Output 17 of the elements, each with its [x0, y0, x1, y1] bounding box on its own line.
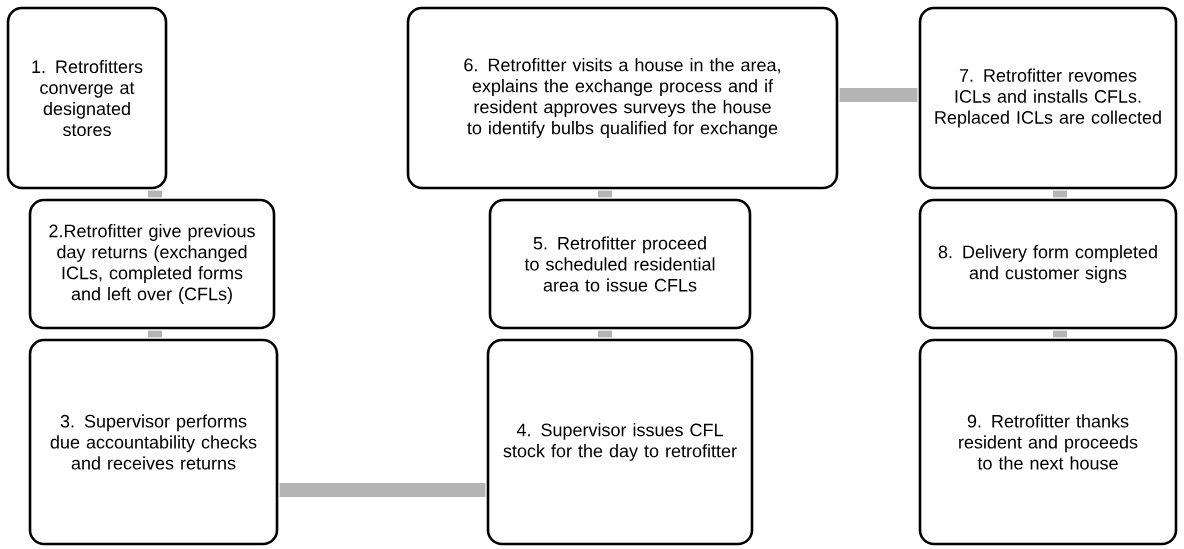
- process-box: 5. Retrofitter proceed to scheduled residential area to issue CFLs: [488, 198, 752, 330]
- process-box: 9. Retrofitter thanks resident and proceeds to the next house: [918, 338, 1178, 546]
- connector: [598, 190, 612, 198]
- connector: [839, 88, 918, 102]
- process-box: 7. Retrofitter revomes ICLs and installs CFLs. Replaced ICLs are collected: [918, 6, 1178, 190]
- connector: [598, 330, 612, 338]
- connector: [1053, 330, 1067, 338]
- process-box: 1. Retrofitters converge at designated stores: [6, 6, 168, 190]
- process-box: 3. Supervisor performs due accountability checks and receives returns: [28, 338, 279, 546]
- process-box: 2.Retrofitter give previous day returns (exchanged ICLs, completed forms and left over (CFLs): [28, 198, 276, 330]
- connector: [1053, 190, 1067, 198]
- process-box: 8. Delivery form completed and customer signs: [918, 198, 1178, 330]
- connector: [279, 483, 486, 497]
- connector: [148, 330, 162, 338]
- process-box: 4. Supervisor issues CFL stock for the day to retrofitter: [486, 338, 754, 546]
- process-box: 6. Retrofitter visits a house in the area, explains the exchange process and if resident approves surveys the house to identify bulbs qualified for exchange: [406, 6, 839, 190]
- connector: [148, 190, 162, 198]
